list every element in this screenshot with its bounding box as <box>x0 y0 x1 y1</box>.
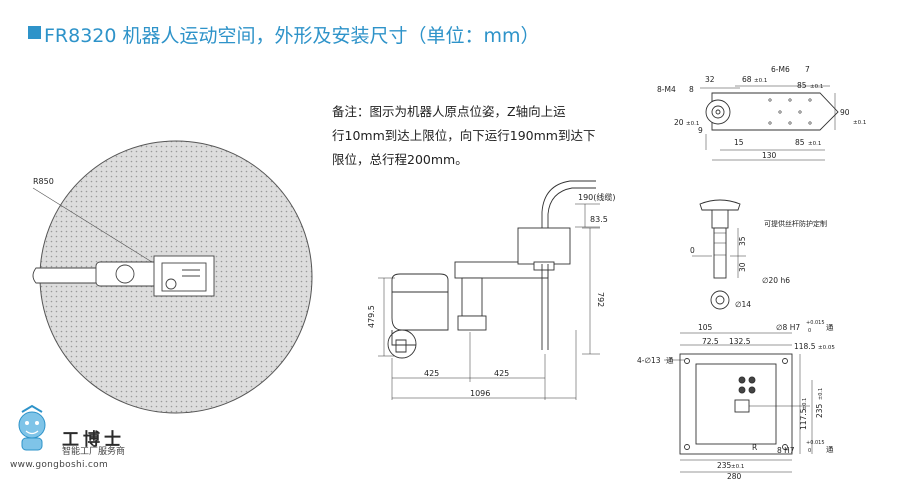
dim-132: 132.5 <box>729 337 751 346</box>
shaft-note: 可提供丝杆防护定制 <box>764 219 827 228</box>
dim-20-tol: ±0.1 <box>686 121 699 127</box>
dim-68-tol: ±0.1 <box>754 78 767 84</box>
side-view <box>378 180 600 400</box>
side-view-labels: 190(线缆) 83.5 792 479.5 425 425 1096 <box>367 192 616 398</box>
dim-235-v: 235 <box>815 403 824 418</box>
dim-1096: 1096 <box>470 389 490 398</box>
end-effector-labels: 8-M4 8 32 68 ±0.1 6-M6 7 85 ±0.1 90 ±0.1… <box>657 65 866 160</box>
workspace-view: R850 <box>32 140 313 414</box>
page-title: FR8320 机器人运动空间，外形及安装尺寸（单位：mm） <box>44 25 540 47</box>
phi-8-tol-dn: 0 <box>808 328 811 334</box>
m6-depth: 7 <box>805 65 810 74</box>
dim-85b: 85 <box>795 138 805 147</box>
phi-8: ∅8 H7 <box>776 323 800 332</box>
m4-depth: 8 <box>689 85 694 94</box>
through-2: 通 <box>666 355 674 365</box>
note-text: 备注：图示为机器人原点位姿，Z轴向上运 行10mm到达上限位，向下运行190mm… <box>332 100 622 172</box>
dim-280: 280 <box>727 472 742 481</box>
note-line-3: 限位，总行程200mm。 <box>332 152 468 167</box>
dim-35: 35 <box>738 236 747 246</box>
dim-68: 68 <box>742 75 752 84</box>
dim-235-h: 235 <box>717 461 732 470</box>
dim-85b-tol: ±0.1 <box>808 141 821 147</box>
note-line-1: 备注：图示为机器人原点位姿，Z轴向上运 <box>332 104 566 119</box>
dim-118: 118.5 <box>794 342 816 351</box>
dim-105: 105 <box>698 323 713 332</box>
dim-85-tol: ±0.1 <box>810 84 823 90</box>
phi-14: ∅14 <box>735 300 751 309</box>
logo-mascot <box>18 404 46 451</box>
phi-20: ∅20 h6 <box>762 276 790 285</box>
dim-425-a: 425 <box>424 369 439 378</box>
dim-117-tol: ±0.1 <box>802 398 808 410</box>
dim-8-h7-tol-dn: 0 <box>808 448 811 454</box>
shaft-labels: 可提供丝杆防护定制 35 30 0 ∅20 h6 ∅14 <box>690 219 827 309</box>
robot-arm-top <box>32 255 215 297</box>
logo-url: www.gongboshi.com <box>10 460 109 470</box>
through-1: 通 <box>826 322 834 332</box>
dim-235-h-tol: ±0.1 <box>731 464 744 470</box>
dim-8-h7: 8 H7 <box>777 446 795 455</box>
dim-15: 15 <box>734 138 744 147</box>
dim-20: 20 <box>674 118 684 127</box>
dim-792: 792 <box>596 292 605 307</box>
cable-label: 190(线缆) <box>578 192 616 202</box>
dim-32: 32 <box>705 75 715 84</box>
dim-90: 90 <box>840 108 850 117</box>
dim-8-h7-tol-up: +0.015 <box>806 440 825 446</box>
title-bullet <box>28 26 41 39</box>
base-view <box>664 332 813 473</box>
radius-mark: R <box>752 443 757 452</box>
note-line-2: 行10mm到达上限位，向下运行190mm到达下 <box>332 128 596 143</box>
radius-label: R850 <box>33 177 54 186</box>
logo-tagline: 智能工厂服务商 <box>62 447 126 457</box>
end-effector-view <box>700 85 839 161</box>
m6-holes: 6-M6 <box>771 65 790 74</box>
dim-235-v-tol: ±0.1 <box>818 388 824 400</box>
dim-118-tol: ±0.05 <box>818 345 835 351</box>
logo-name: 工博士 <box>62 430 125 450</box>
dim-72: 72.5 <box>702 337 719 346</box>
dim-425-b: 425 <box>494 369 509 378</box>
dim-0: 0 <box>690 246 695 255</box>
dim-85: 85 <box>797 81 807 90</box>
holes-4: 4-∅13 <box>637 356 661 365</box>
phi-8-tol-up: +0.015 <box>806 320 825 326</box>
base-labels: 105 72.5 132.5 ∅8 H7 +0.015 0 通 118.5 ±0… <box>637 320 835 481</box>
through-3: 通 <box>826 444 834 454</box>
dim-9: 9 <box>698 126 703 135</box>
dim-30: 30 <box>738 262 747 272</box>
m4-holes: 8-M4 <box>657 85 676 94</box>
dim-130: 130 <box>762 151 777 160</box>
dim-83: 83.5 <box>590 215 608 224</box>
dim-117: 117.5 <box>799 408 808 430</box>
dim-90-tol: ±0.1 <box>853 120 866 126</box>
shaft-view <box>692 199 746 310</box>
dim-479: 479.5 <box>367 305 376 328</box>
